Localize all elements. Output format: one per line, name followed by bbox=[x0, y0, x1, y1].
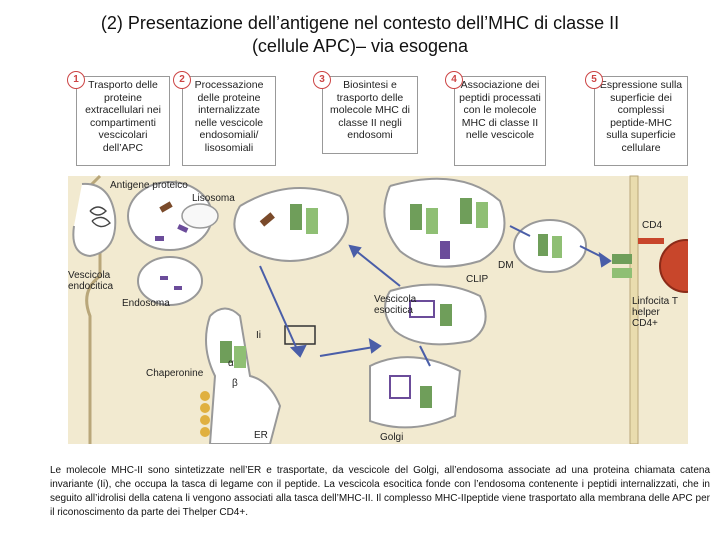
peptide bbox=[174, 286, 182, 290]
transport-vesicle bbox=[514, 220, 586, 272]
protein-fragment bbox=[155, 236, 164, 241]
page-title: (2) Presentazione dell’antigene nel cont… bbox=[0, 12, 720, 58]
mhc-molecule bbox=[476, 202, 488, 228]
step-2-text: Processazione delle proteine internalizz… bbox=[195, 79, 264, 154]
step-4-box: 4 Associazione dei peptidi processati co… bbox=[454, 76, 546, 166]
mhc-molecule bbox=[290, 204, 302, 230]
label-endosoma: Endosoma bbox=[122, 298, 170, 309]
surface-mhc bbox=[612, 254, 632, 264]
golgi-apparatus bbox=[370, 357, 460, 427]
label-beta: β bbox=[232, 378, 238, 389]
ribosome bbox=[200, 391, 210, 401]
label-vescicola-endocitica: Vescicola endocitica bbox=[68, 270, 122, 292]
ribosome bbox=[200, 403, 210, 413]
step-3-number: 3 bbox=[313, 71, 331, 89]
label-dm: DM bbox=[498, 260, 514, 271]
peptide bbox=[160, 276, 168, 280]
mhc-molecule bbox=[552, 236, 562, 258]
lysosome bbox=[182, 204, 218, 228]
label-er: ER bbox=[254, 430, 268, 441]
step-4-text: Associazione dei peptidi processati con … bbox=[459, 79, 541, 141]
mhc-molecule bbox=[410, 204, 422, 230]
antigen-presentation-figure: 1 Trasporto delle proteine extracellular… bbox=[60, 76, 688, 444]
label-alpha: α bbox=[228, 358, 234, 369]
surface-mhc bbox=[612, 268, 632, 278]
label-cd4: CD4 bbox=[642, 220, 662, 231]
figure-caption: Le molecole MHC-II sono sintetizzate nel… bbox=[50, 464, 710, 520]
label-ii: Ii bbox=[256, 330, 261, 341]
mhc-molecule bbox=[538, 234, 548, 256]
step-2-box: 2 Processazione delle proteine internali… bbox=[182, 76, 276, 166]
ribosome bbox=[200, 415, 210, 425]
cd4-molecule bbox=[638, 238, 664, 244]
mhc-molecule bbox=[306, 208, 318, 234]
ribosome bbox=[200, 427, 210, 437]
label-antigene: Antigene proteico bbox=[110, 180, 188, 191]
label-clip: CLIP bbox=[466, 274, 488, 285]
title-line-1: (2) Presentazione dell’antigene nel cont… bbox=[0, 12, 720, 35]
label-golgi: Golgi bbox=[380, 432, 403, 443]
golgi-mhc bbox=[420, 386, 432, 408]
title-line-2: (cellule APC)– via esogena bbox=[0, 35, 720, 58]
step-1-text: Trasporto delle proteine extracellulari … bbox=[85, 79, 161, 154]
step-3-text: Biosintesi e trasporto delle molecole MH… bbox=[330, 79, 410, 141]
step-5-box: 5 Espressione sulla superficie dei compl… bbox=[594, 76, 688, 166]
mhc-molecule bbox=[460, 198, 472, 224]
step-5-text: Espressione sulla superficie dei comples… bbox=[600, 79, 682, 154]
er-mhc-molecule bbox=[234, 346, 246, 368]
step-3-box: 3 Biosintesi e trasporto delle molecole … bbox=[322, 76, 418, 154]
step-2-number: 2 bbox=[173, 71, 191, 89]
step-5-number: 5 bbox=[585, 71, 603, 89]
label-vescicola-esocitica: Vescicola esocitica bbox=[374, 294, 438, 316]
dm-molecule bbox=[440, 241, 450, 259]
mhc-molecule bbox=[426, 208, 438, 234]
step-1-box: 1 Trasporto delle proteine extracellular… bbox=[76, 76, 170, 166]
label-chaperonine: Chaperonine bbox=[146, 368, 203, 379]
label-linfocita: Linfocita T helper CD4+ bbox=[632, 296, 688, 329]
mhc-molecule bbox=[440, 304, 452, 326]
step-1-number: 1 bbox=[67, 71, 85, 89]
label-lisosoma: Lisosoma bbox=[192, 193, 235, 204]
step-4-number: 4 bbox=[445, 71, 463, 89]
